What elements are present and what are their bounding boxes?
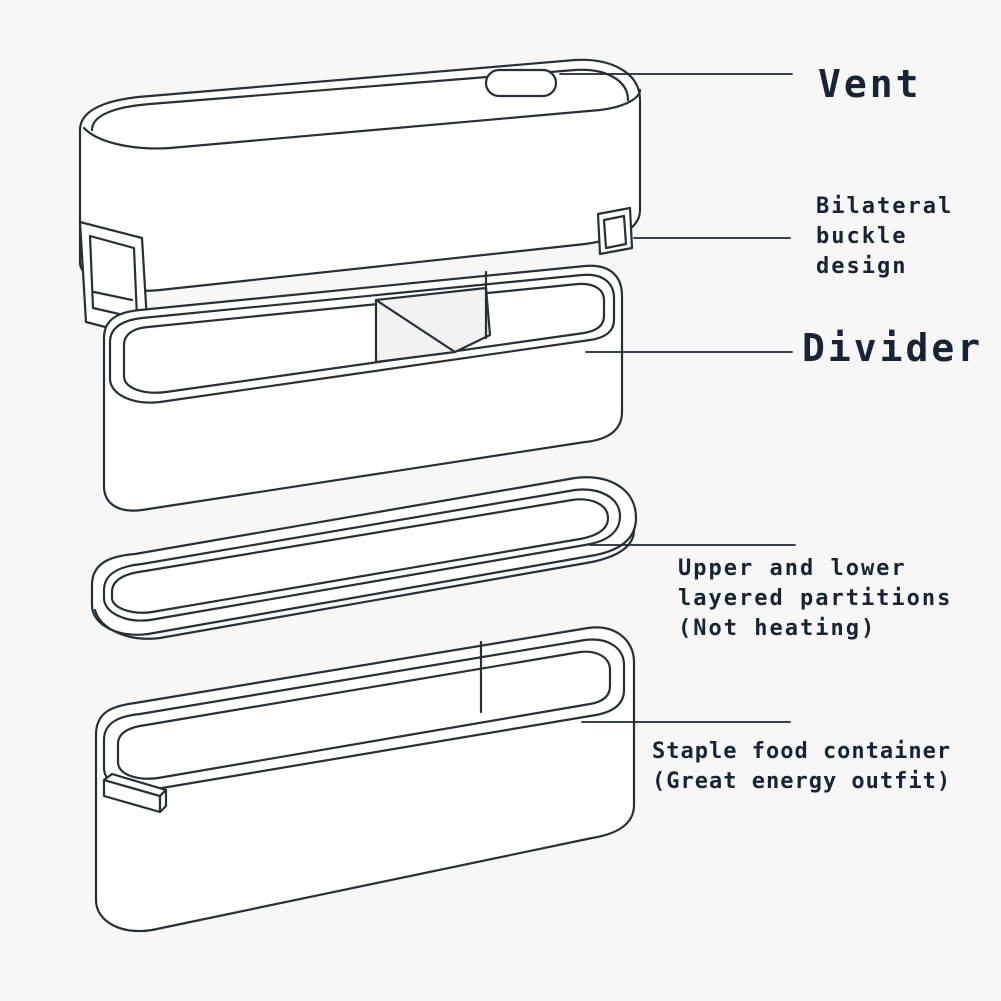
divider-panel bbox=[374, 270, 492, 364]
label-partitions-line-3: (Not heating) bbox=[678, 616, 877, 641]
vent-icon bbox=[484, 68, 558, 98]
label-divider: Divider bbox=[802, 326, 984, 370]
leader-lines bbox=[559, 73, 796, 723]
label-buckle-line-3: design bbox=[816, 254, 908, 279]
label-container: Staple food container (Great energy outf… bbox=[652, 737, 951, 797]
label-buckle-line-2: buckle bbox=[816, 224, 908, 249]
label-container-line-2: (Great energy outfit) bbox=[652, 769, 952, 794]
label-vent: Vent bbox=[818, 62, 922, 106]
label-buckle-line-1: Bilateral bbox=[816, 194, 954, 219]
staple-food-container bbox=[94, 626, 636, 933]
label-buckle: Bilateral buckle design bbox=[816, 192, 953, 282]
label-partitions-line-2: layered partitions bbox=[678, 586, 953, 611]
right-buckle bbox=[596, 206, 634, 256]
label-partitions-line-1: Upper and lower bbox=[678, 556, 907, 581]
side-handle bbox=[102, 772, 168, 814]
label-partitions: Upper and lower layered partitions (Not … bbox=[678, 554, 952, 644]
layered-partition bbox=[90, 476, 638, 640]
lid bbox=[78, 58, 642, 340]
label-container-line-1: Staple food container bbox=[652, 739, 952, 764]
upper-tray bbox=[102, 264, 624, 512]
